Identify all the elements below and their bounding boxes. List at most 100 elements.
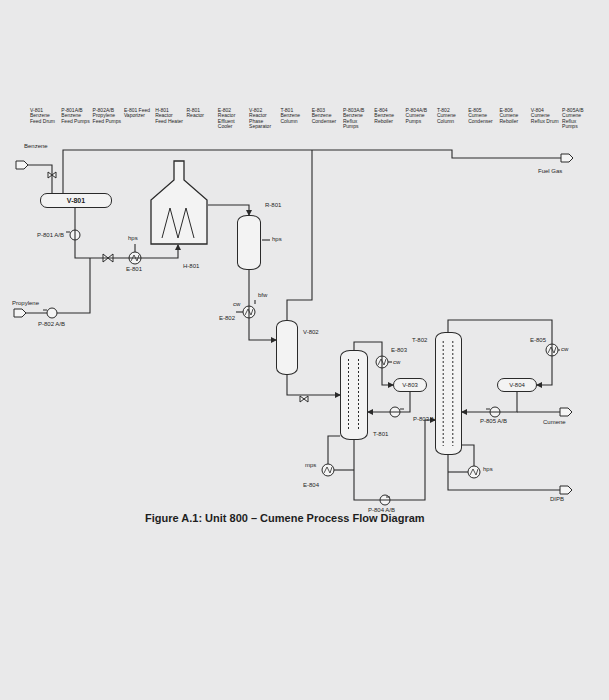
equipment-legend-entry: P-805A/B Cumene Reflux Pumps <box>562 108 592 130</box>
process-line <box>26 150 561 490</box>
equipment-legend-entry: P-802A/B Propylene Feed Pumps <box>93 108 123 124</box>
equipment-tag: V-802 <box>303 329 319 336</box>
stream-label: cw <box>393 359 400 366</box>
stream-arrow <box>560 486 572 494</box>
stream-label: Benzene <box>24 143 48 150</box>
equipment-legend-entry: E-802 Reactor Effluent Cooler <box>218 108 248 130</box>
stream-label: mps <box>305 462 316 469</box>
column-trays <box>348 359 349 431</box>
stream-arrow <box>16 161 28 169</box>
stream-label: P-801 A/B <box>37 232 64 239</box>
equipment-legend-entry: P-801A/B Benzene Feed Pumps <box>61 108 91 124</box>
figure-caption: Figure A.1: Unit 800 – Cumene Process Fl… <box>145 512 425 524</box>
process-line <box>262 239 270 240</box>
stream-label: E-801 <box>126 266 142 273</box>
stream-arrow <box>14 154 573 494</box>
heater-outline <box>151 161 207 244</box>
drum-vessel: V-803 <box>393 378 427 392</box>
equipment-tag: T-801 <box>373 431 388 438</box>
stream-label: E-803 <box>391 347 407 354</box>
column-trays <box>443 341 444 446</box>
stream-label: hps <box>128 235 138 242</box>
column-trays <box>341 351 366 438</box>
heat-exchanger-symbol <box>322 464 334 476</box>
process-line <box>388 361 392 362</box>
pump-outlet <box>66 232 70 233</box>
process-line <box>254 300 255 304</box>
process-line <box>287 150 312 320</box>
equipment-tag: V-804 <box>509 382 525 388</box>
pump-outlet <box>386 497 390 498</box>
equipment-legend-entry: E-801 Feed Vaporizer <box>124 108 154 119</box>
column-trays <box>358 359 359 431</box>
stream-label: DIPB <box>550 496 564 503</box>
heater-outline <box>150 160 208 245</box>
process-line <box>334 469 354 470</box>
process-vessel: R-801 <box>237 215 261 270</box>
stream-label: Cumene <box>543 419 566 426</box>
stream-label: P-802 A/B <box>38 321 65 328</box>
pump-symbol <box>47 308 57 318</box>
equipment-legend-entry: E-804 Benzene Reboiler <box>374 108 404 124</box>
exchanger-coil <box>470 469 478 475</box>
equipment-legend-entry: T-801 Benzene Column <box>280 108 310 124</box>
stream-label: Propylene <box>12 300 39 307</box>
stream-label: bfw <box>258 292 267 299</box>
process-stream <box>208 205 249 215</box>
equipment-legend-entry: E-803 Benzene Condenser <box>312 108 342 124</box>
column-trays <box>452 341 453 446</box>
stream-label: E-802 <box>219 315 235 322</box>
equipment-legend-entry: H-801 Reactor Feed Heater <box>155 108 185 124</box>
pump-outlet <box>43 310 47 311</box>
process-stream <box>287 375 340 395</box>
distillation-column: T-802 <box>435 332 462 455</box>
equipment-legend-entry: V-801 Benzene Feed Drum <box>30 108 60 124</box>
equipment-legend-entry: V-802 Reactor Phase Separator <box>249 108 279 130</box>
stream-arrow <box>560 408 572 416</box>
fired-heater: H-801 <box>150 160 208 245</box>
equipment-tag: T-802 <box>412 337 427 344</box>
heater-coil <box>162 208 194 238</box>
equipment-legend-entry: V-804 Cumene Reflux Drum <box>531 108 561 124</box>
stream-label: hps <box>483 466 493 473</box>
process-line <box>517 411 560 412</box>
equipment-legend-entry: P-804A/B Cumene Pumps <box>406 108 436 124</box>
process-line <box>134 244 135 252</box>
stream-label: E-805 <box>530 337 546 344</box>
heat-exchanger-symbol <box>129 252 558 478</box>
valve-symbol <box>48 172 56 178</box>
pump-outlet <box>43 232 490 497</box>
stream-arrow <box>14 309 26 317</box>
column-trays <box>436 333 460 453</box>
equipment-tag: H-801 <box>183 263 199 270</box>
process-line <box>448 455 560 490</box>
equipment-tag: V-801 <box>67 197 85 204</box>
equipment-legend-entry: E-806 Cumene Reboiler <box>500 108 530 124</box>
process-line <box>236 311 243 312</box>
equipment-legend-entry: T-802 Cumene Column <box>437 108 467 124</box>
stream-label: Fuel Gas <box>538 168 562 175</box>
distillation-column: T-801 <box>340 350 368 440</box>
stream-label: E-804 <box>303 482 319 489</box>
drum-vessel: V-804 <box>497 378 537 392</box>
process-stream <box>448 320 552 385</box>
stream-label: cw <box>233 301 240 308</box>
process-line <box>28 165 52 193</box>
stream-label: cw <box>561 346 568 353</box>
pump-outlet <box>486 409 490 410</box>
stream-arrow <box>561 154 573 162</box>
equipment-legend-entry: R-801 Reactor <box>187 108 217 119</box>
equipment-tag: R-801 <box>265 202 281 209</box>
drum-vessel: V-801 <box>40 193 112 208</box>
pump-outlet <box>400 409 404 410</box>
stream-label: P-805 A/B <box>480 418 507 425</box>
process-line <box>462 445 474 466</box>
stream-label: hps <box>272 236 282 243</box>
process-line <box>328 436 340 464</box>
pump-symbol <box>47 230 500 505</box>
equipment-legend-entry: P-803A/B Benzene Reflux Pumps <box>343 108 373 130</box>
equipment-legend-entry: E-805 Cumene Condenser <box>468 108 498 124</box>
